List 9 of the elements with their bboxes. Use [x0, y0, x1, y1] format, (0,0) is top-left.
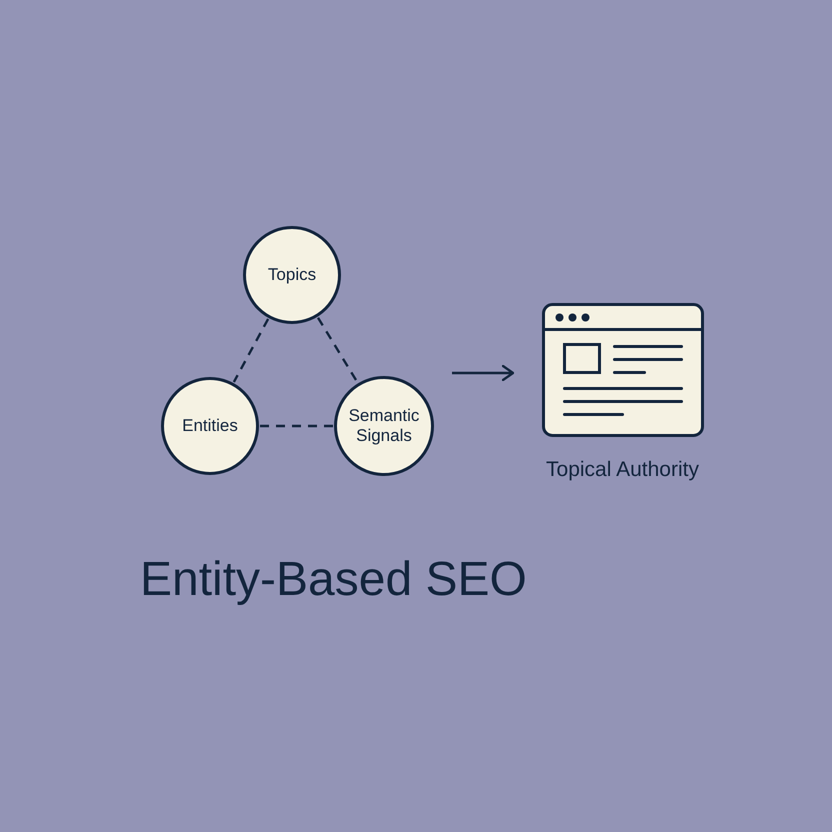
dashed-connector	[317, 317, 358, 384]
dashed-connector	[232, 318, 270, 383]
circle-label: Topics	[266, 265, 318, 285]
diagram-title: Entity-Based SEO	[140, 552, 527, 607]
arrow	[452, 364, 514, 382]
dashed-connector	[260, 424, 333, 428]
circle-label: Semantic Signals	[348, 406, 420, 446]
caption-label: Topical Authority	[545, 458, 700, 482]
circle-label: Entities	[181, 416, 239, 436]
